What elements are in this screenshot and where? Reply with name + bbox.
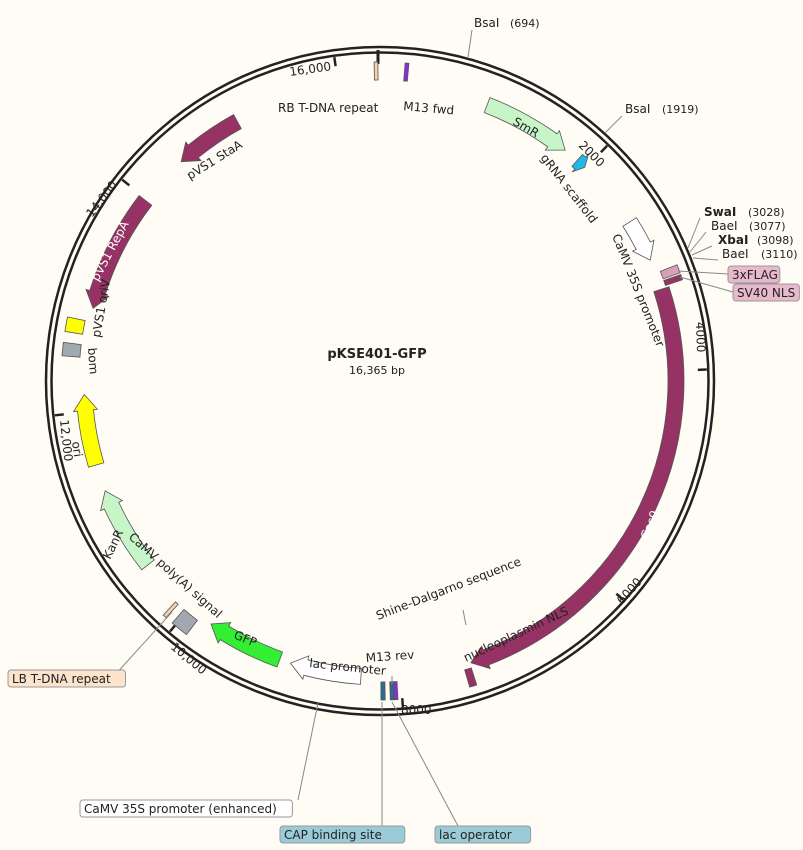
callout-label: LB T-DNA repeat	[12, 672, 111, 686]
tick-mark	[333, 57, 337, 67]
enzyme-position: (694)	[510, 17, 540, 30]
callout-label: CaMV 35S promoter (enhanced)	[84, 802, 277, 816]
callout-3xflag[interactable]: 3xFLAG	[727, 265, 781, 284]
callout-label: lac operator	[439, 828, 512, 842]
feature-label-nucleoplasmin-nls[interactable]: nucleoplasmin NLS	[461, 604, 570, 665]
tick-label: 12,000	[57, 419, 75, 462]
callout-sv40-nls[interactable]: SV40 NLS	[732, 283, 800, 302]
enzyme-site-baei-3110[interactable]: BaeI (3110)	[722, 247, 798, 261]
feature-bom[interactable]	[61, 341, 82, 358]
enzyme-site-swai[interactable]: SwaI (3028)	[704, 205, 785, 219]
feature-cas9[interactable]	[470, 286, 685, 670]
feature-label-rb-tdna[interactable]: RB T-DNA repeat	[278, 101, 379, 115]
backbone-inner-ring	[50, 51, 710, 711]
feature-gfp[interactable]	[210, 622, 284, 668]
feature-lb-t-dna-repeat[interactable]	[162, 601, 179, 619]
enzyme-site-baei-3077[interactable]: BaeI (3077)	[711, 219, 786, 233]
feature-label-m13-rev[interactable]: M13 rev	[365, 648, 414, 665]
feature-label-m13-fwd[interactable]: M13 fwd	[403, 99, 455, 117]
callout-box	[434, 825, 532, 844]
feature-m13-fwd[interactable]	[403, 62, 410, 82]
enzyme-position: (3077)	[749, 220, 786, 233]
enzyme-position: (3098)	[757, 234, 794, 247]
shine-dalgarno-leader	[462, 609, 467, 626]
tick-label: 16,000	[288, 59, 332, 79]
backbone-outer-ring	[44, 45, 716, 717]
enzyme-name: BsaI	[625, 102, 650, 116]
tick-label: 8000	[401, 703, 432, 717]
feature-pvs1-staa[interactable]	[180, 114, 242, 163]
feature-label-shine-dalgarno[interactable]: Shine-Dalgarno sequence	[374, 555, 523, 623]
feature-rb-t-dna-repeat[interactable]	[373, 61, 379, 81]
feature-lac-operator[interactable]	[389, 681, 395, 701]
plasmid-backbone	[44, 45, 716, 717]
enzyme-position: (3110)	[761, 248, 798, 261]
feature-label-ori[interactable]: ori	[69, 440, 85, 457]
enzyme-position: (3028)	[748, 206, 785, 219]
feature-pvs1-repa[interactable]	[85, 194, 153, 309]
callout-box	[7, 669, 126, 688]
enzyme-site-bsai-1919[interactable]: BsaI (1919)	[625, 102, 699, 116]
feature-pvs1-oriv[interactable]	[64, 316, 86, 335]
enzyme-position: (1919)	[662, 103, 699, 116]
tick-mark	[121, 178, 131, 187]
enzyme-site-xbai[interactable]: XbaI (3098)	[718, 233, 794, 247]
callout-label: CAP binding site	[284, 828, 382, 842]
tick-marks	[54, 57, 707, 708]
callout-label: SV40 NLS	[737, 286, 795, 300]
tick-mark	[401, 698, 405, 708]
feature-camv-poly-a-signal[interactable]	[171, 608, 198, 636]
feature-kanr[interactable]	[100, 490, 155, 571]
feature-3xflag[interactable]	[659, 264, 681, 280]
feature-label-kanr[interactable]: KanR	[100, 527, 126, 561]
tick-mark	[168, 623, 177, 633]
enzyme-name: BaeI	[722, 247, 749, 261]
callout-lac-operator[interactable]: lac operator	[434, 825, 532, 844]
plasmid-length: 16,365 bp	[349, 364, 405, 377]
enzyme-name: XbaI	[718, 233, 748, 247]
feature-grna-scaffold[interactable]	[571, 153, 589, 173]
callout-box	[727, 265, 781, 284]
feature-ori[interactable]	[72, 393, 105, 468]
callout-camv-35s-promoter-enhanced[interactable]: CaMV 35S promoter (enhanced)	[79, 799, 293, 818]
feature-cap-binding-site[interactable]	[380, 681, 386, 701]
feature-sv40-nls[interactable]	[663, 274, 684, 286]
callout-box	[279, 825, 406, 844]
feature-camv-35s-promoter[interactable]	[622, 217, 655, 261]
feature-lac-promoter[interactable]	[289, 655, 362, 685]
tick-mark	[615, 592, 624, 601]
enzyme-site-bsai-694[interactable]: BsaI (694)	[474, 16, 540, 30]
feature-label-bom[interactable]: bom	[85, 347, 101, 375]
feature-nucleoplasmin-nls[interactable]	[464, 667, 478, 688]
tick-mark	[599, 144, 609, 154]
callout-cap-binding-site[interactable]: CAP binding site	[279, 825, 406, 844]
plasmid-name: pKSE401-GFP	[327, 347, 426, 362]
callout-label: 3xFLAG	[732, 268, 778, 282]
callout-box	[732, 283, 800, 302]
tick-label: 4000	[693, 322, 708, 353]
features	[61, 61, 685, 701]
enzyme-name: BsaI	[474, 16, 499, 30]
callout-lb-t-dna-repeat[interactable]: LB T-DNA repeat	[7, 669, 126, 688]
tick-label: 14,000	[83, 178, 120, 220]
callout-box	[79, 799, 293, 818]
feature-smr[interactable]	[483, 97, 566, 151]
enzyme-name: BaeI	[711, 219, 738, 233]
tick-mark	[54, 413, 64, 417]
enzyme-name: SwaI	[704, 205, 736, 219]
enzyme-leaders	[113, 29, 734, 827]
